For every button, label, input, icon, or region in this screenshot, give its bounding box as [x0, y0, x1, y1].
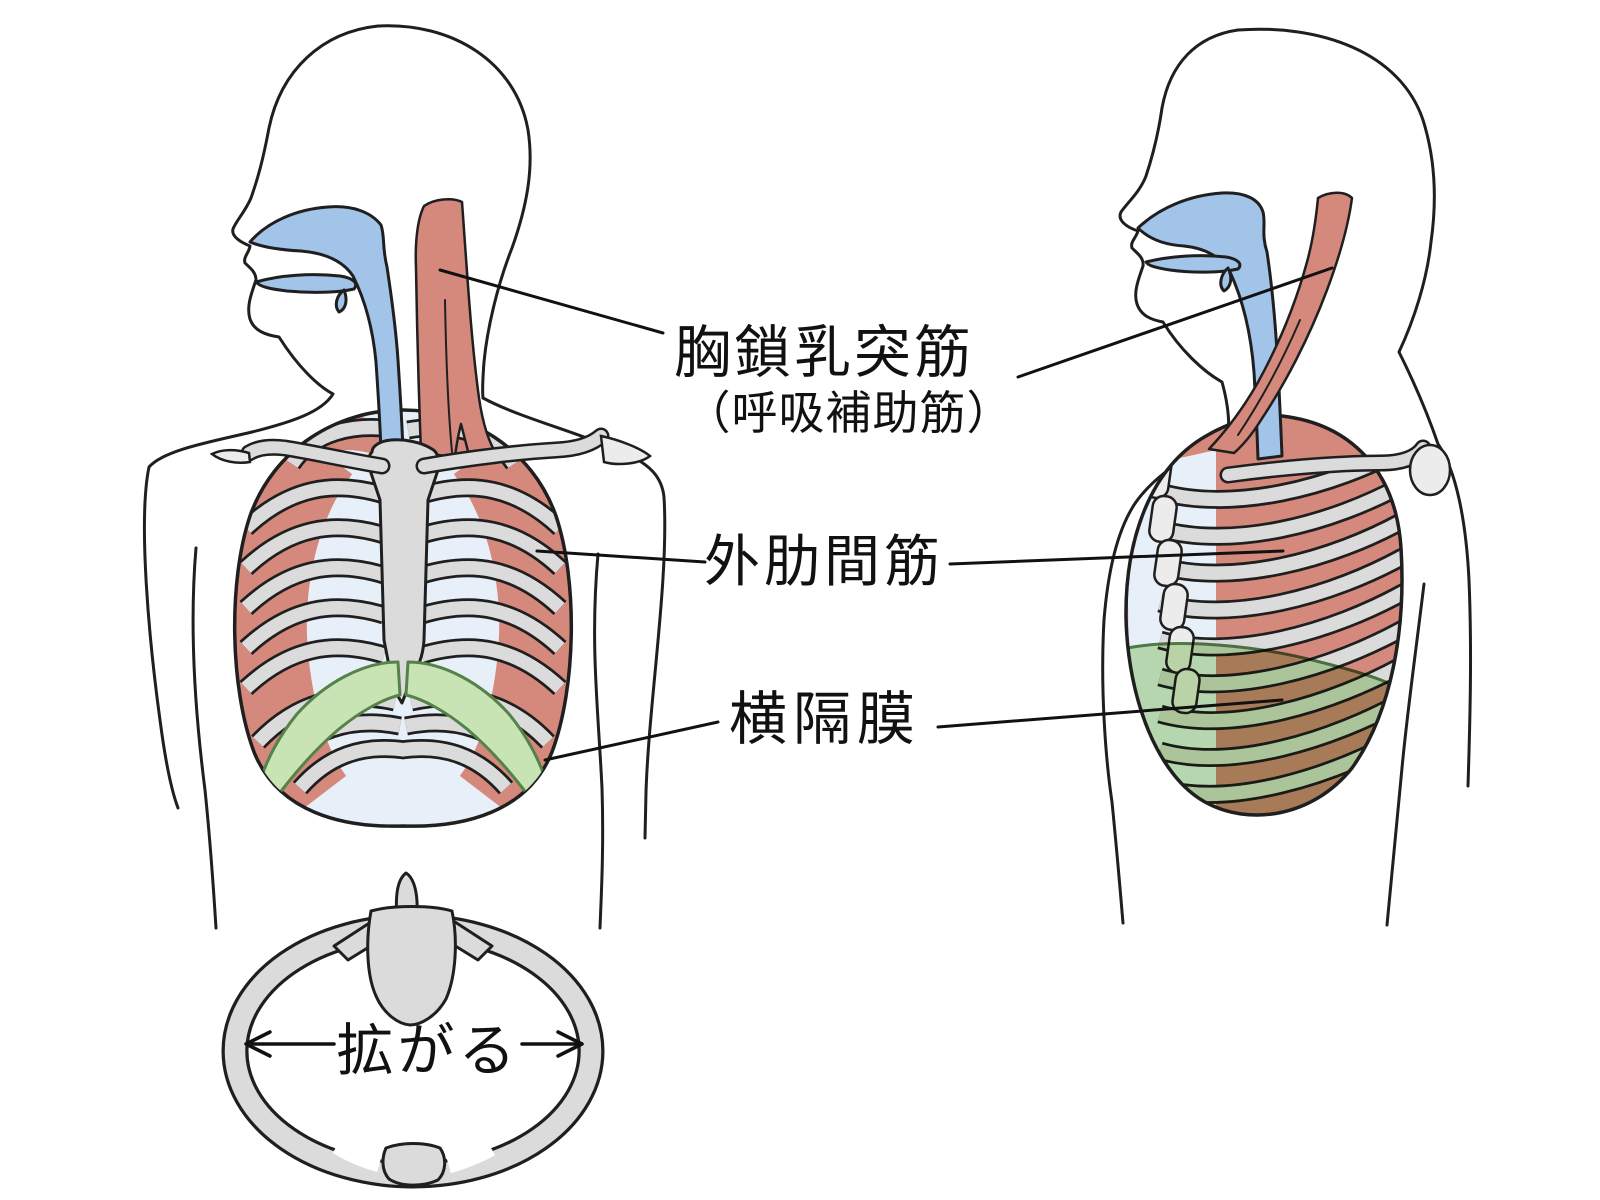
front-airway: [248, 205, 405, 454]
front-torso-left-line: [191, 546, 218, 930]
annotation-layer: 胸鎖乳突筋 （呼吸補助筋） 外肋間筋 横隔膜: [438, 266, 1334, 762]
front-ribcage-outline: [232, 408, 574, 828]
vertebra: [332, 871, 494, 1027]
leader-diaphragm-side: [936, 698, 1284, 729]
front-nasal-pharynx-trachea: [248, 205, 405, 454]
leader-intercostal-side: [948, 549, 1285, 566]
side-ribcage-interior: [1125, 415, 1402, 816]
expand-arrow-right-head: [556, 1030, 584, 1058]
front-clavicle-left: [243, 441, 388, 472]
front-oral-cavity: [254, 273, 358, 294]
front-acromion-left: [209, 448, 252, 464]
side-back-inner-line: [1385, 582, 1426, 927]
external-intercostal-label: 外肋間筋: [704, 532, 944, 594]
front-scm-split-line: [444, 299, 453, 453]
leader-scm-side: [1016, 266, 1334, 379]
cartilage-gap-left: [332, 1134, 383, 1173]
front-acromion-right: [599, 434, 653, 466]
side-scm-muscle: [1207, 191, 1354, 455]
cartilage-segment: [1153, 538, 1183, 588]
front-figure: [142, 24, 667, 930]
expand-label: 拡がる: [337, 1020, 520, 1083]
sternum-cross-section: [381, 1142, 447, 1187]
side-ribcage-outline: [1124, 413, 1404, 817]
diaphragm-label: 横隔膜: [729, 687, 921, 752]
side-figure: [1101, 27, 1473, 927]
front-scm-muscle: [414, 197, 499, 461]
side-scm-split-line: [1237, 319, 1301, 436]
front-clavicles: [209, 427, 653, 475]
leader-scm-front: [438, 268, 665, 335]
expand-arrow-right: [520, 1030, 584, 1058]
side-head-back-arm-outline: [1236, 27, 1473, 788]
side-sternocleidomastoid: [1207, 191, 1354, 455]
cartilage-segment: [1159, 582, 1189, 632]
leader-diaphragm-front: [543, 720, 720, 762]
expand-arrow-left-head: [244, 1030, 272, 1058]
accessory-muscle-sublabel: （呼吸補助筋）: [685, 388, 1014, 439]
front-torso-right-line: [593, 552, 605, 930]
leader-intercostal-front: [535, 549, 707, 564]
front-face-profile-arm-left-outline: [142, 24, 380, 810]
front-body-outline: [142, 24, 667, 930]
cartilage-segment: [1148, 494, 1178, 544]
vertebra-body: [366, 905, 457, 1027]
cartilage-gap-right: [445, 1136, 496, 1174]
side-acromion: [1408, 443, 1452, 497]
side-airway: [1136, 191, 1284, 461]
sternocleidomastoid-label: 胸鎖乳突筋: [674, 322, 974, 385]
side-body-outline: [1101, 27, 1473, 927]
side-clavicle-group: [1219, 439, 1452, 497]
front-uvula: [334, 288, 348, 314]
expand-arrow-left: [244, 1030, 336, 1058]
side-face-profile-chest-outline: [1101, 28, 1240, 925]
side-oral-cavity: [1144, 254, 1242, 274]
front-sternocleidomastoid: [414, 197, 499, 461]
front-clavicle-right: [418, 430, 607, 472]
side-uvula: [1219, 266, 1233, 293]
rib-cross-section: 拡がる: [221, 871, 605, 1189]
front-head-shoulder-arm-right-outline: [376, 24, 667, 840]
side-ribcage: [1124, 413, 1404, 817]
